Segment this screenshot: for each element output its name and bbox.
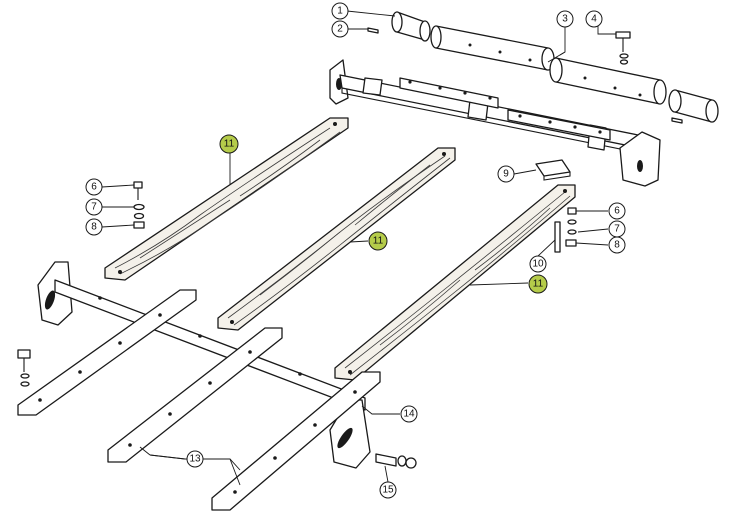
callout-label: 7: [91, 202, 97, 213]
callout-6-right: 6: [608, 202, 626, 220]
callout-4: 4: [585, 10, 603, 28]
callout-7-left: 7: [85, 198, 103, 216]
slat-left: [104, 117, 349, 281]
callout-15: 15: [379, 481, 397, 499]
callout-1: 1: [331, 2, 349, 20]
callout-label: 11: [373, 236, 384, 247]
callout-label: 6: [614, 206, 620, 217]
callout-label: 9: [503, 169, 509, 180]
clamp-plate: [535, 159, 571, 177]
hardware-right: [554, 207, 577, 253]
callout-label: 6: [91, 182, 97, 193]
callout-8-left: 8: [85, 218, 103, 236]
callout-label: 4: [591, 14, 597, 25]
callout-6-left: 6: [85, 178, 103, 196]
hardware-left: [133, 181, 145, 229]
callout-14: 14: [400, 405, 418, 423]
callout-label: 8: [91, 222, 97, 233]
callout-label: 2: [337, 24, 343, 35]
callout-8-right: 8: [608, 236, 626, 254]
roller-assembly: [367, 11, 719, 124]
callout-9: 9: [497, 165, 515, 183]
slat-middle: [217, 147, 456, 331]
callout-label: 11: [224, 139, 235, 150]
callout-11-left: 11: [219, 134, 239, 154]
callout-label: 15: [382, 485, 394, 496]
callout-11-right: 11: [528, 274, 548, 294]
callout-3: 3: [556, 10, 574, 28]
callout-label: 8: [614, 240, 620, 251]
slat-right: [334, 184, 576, 381]
callout-label: 7: [614, 224, 620, 235]
lower-frame: [17, 261, 417, 511]
callout-7-right: 7: [608, 220, 626, 238]
callout-11-middle: 11: [368, 231, 388, 251]
callout-label: 3: [562, 14, 568, 25]
callout-10: 10: [529, 255, 547, 273]
leader-lines: [101, 10, 616, 486]
callout-label: 14: [403, 409, 415, 420]
callout-label: 1: [337, 6, 343, 17]
callout-13: 13: [186, 450, 204, 468]
callout-label: 13: [189, 454, 201, 465]
callout-2: 2: [331, 20, 349, 38]
callout-label: 10: [532, 259, 544, 270]
callout-label: 11: [533, 279, 544, 290]
rear-beam-assembly: [329, 59, 661, 187]
